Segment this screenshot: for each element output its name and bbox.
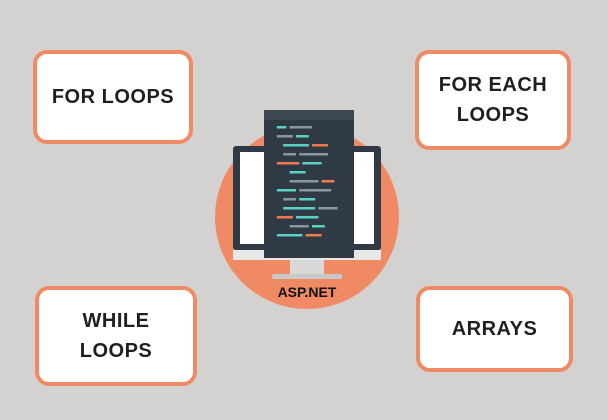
code-line [289,225,309,228]
code-line [296,216,319,219]
center-label: ASP.NET [278,284,337,300]
code-line [283,153,296,156]
code-line [312,225,325,228]
monitor-base [272,274,342,279]
code-line [299,189,332,192]
code-line [276,162,300,165]
monitor-screen [240,152,374,244]
topic-label: FOR LOOPS [51,86,175,108]
code-line [283,144,309,147]
code-line [305,234,322,237]
code-line [312,144,328,147]
code-line [283,207,316,210]
code-line [296,135,309,138]
code-line [283,198,296,201]
topic-label-line-1: WHILE [82,310,150,332]
topic-box-for-loops: FOR LOOPS [33,50,193,144]
code-window-icon [264,110,354,258]
topic-label-line-1: FOR EACH [438,74,548,96]
topic-box-for-each-loops: FOR EACH LOOPS [415,50,571,150]
code-line [276,216,293,219]
code-line [276,135,293,138]
code-line [276,126,287,129]
topic-label-line-2: LOOPS [79,340,153,362]
code-line [276,189,296,192]
accent-circle [215,125,399,309]
code-line [302,162,322,165]
monitor-chin [233,250,381,260]
code-line [299,198,316,201]
code-line [321,180,335,183]
code-line [289,126,312,129]
topic-label-line-2: LOOPS [456,104,530,126]
code-line [276,234,303,237]
monitor-frame [233,146,381,250]
code-line [318,207,338,210]
code-line [289,171,306,174]
code-line [289,180,319,183]
code-line [299,153,328,156]
topic-box-arrays: ARRAYS [416,286,573,372]
monitor-stand [290,260,324,274]
topic-label: ARRAYS [451,318,538,340]
topic-box-while-loops: WHILE LOOPS [35,286,197,386]
